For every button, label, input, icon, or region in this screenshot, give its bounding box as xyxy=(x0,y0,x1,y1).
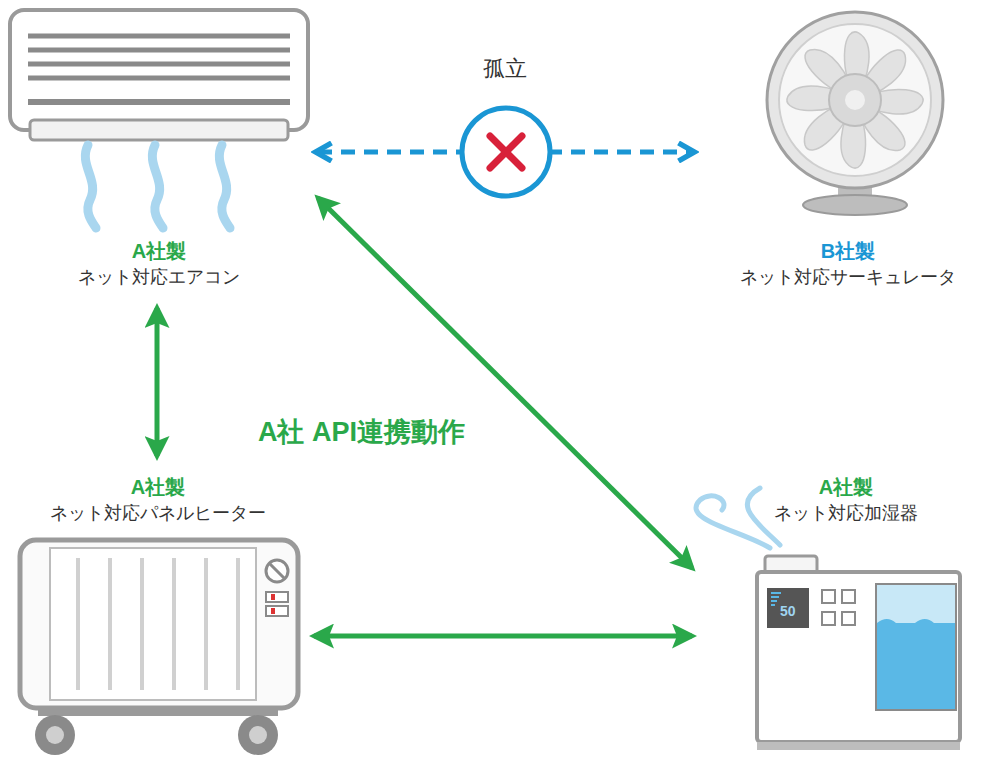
product-name: ネット対応エアコン xyxy=(78,264,240,290)
panel-heater-node: A社製ネット対応パネルヒーター xyxy=(10,470,306,770)
maker-label: A社製 xyxy=(819,474,873,500)
edge-label: 孤立 xyxy=(481,54,529,84)
maker-label: B社製 xyxy=(821,238,875,264)
panel-heater xyxy=(20,540,298,755)
air-conditioner xyxy=(10,10,308,228)
product-name: ネット対応加湿器 xyxy=(774,500,918,526)
maker-label: A社製 xyxy=(131,474,185,500)
circulator-fan xyxy=(767,12,943,215)
link-caption: A社 API連携動作 xyxy=(258,414,465,450)
api-link xyxy=(318,198,692,568)
circulator-node: B社製ネット対応サーキュレータ xyxy=(700,8,996,294)
air-conditioner-node: A社製ネット対応エアコン xyxy=(8,8,310,294)
humidifier xyxy=(696,488,960,750)
display-digits: 50 xyxy=(780,603,796,619)
product-name: ネット対応サーキュレータ xyxy=(740,264,956,290)
humidifier-node: A社製ネット対応加湿器 xyxy=(700,470,992,770)
api-link xyxy=(155,308,160,456)
isolation-mark xyxy=(462,108,550,196)
maker-label: A社製 xyxy=(132,238,186,264)
product-name: ネット対応パネルヒーター xyxy=(50,500,266,526)
api-link xyxy=(314,634,692,639)
